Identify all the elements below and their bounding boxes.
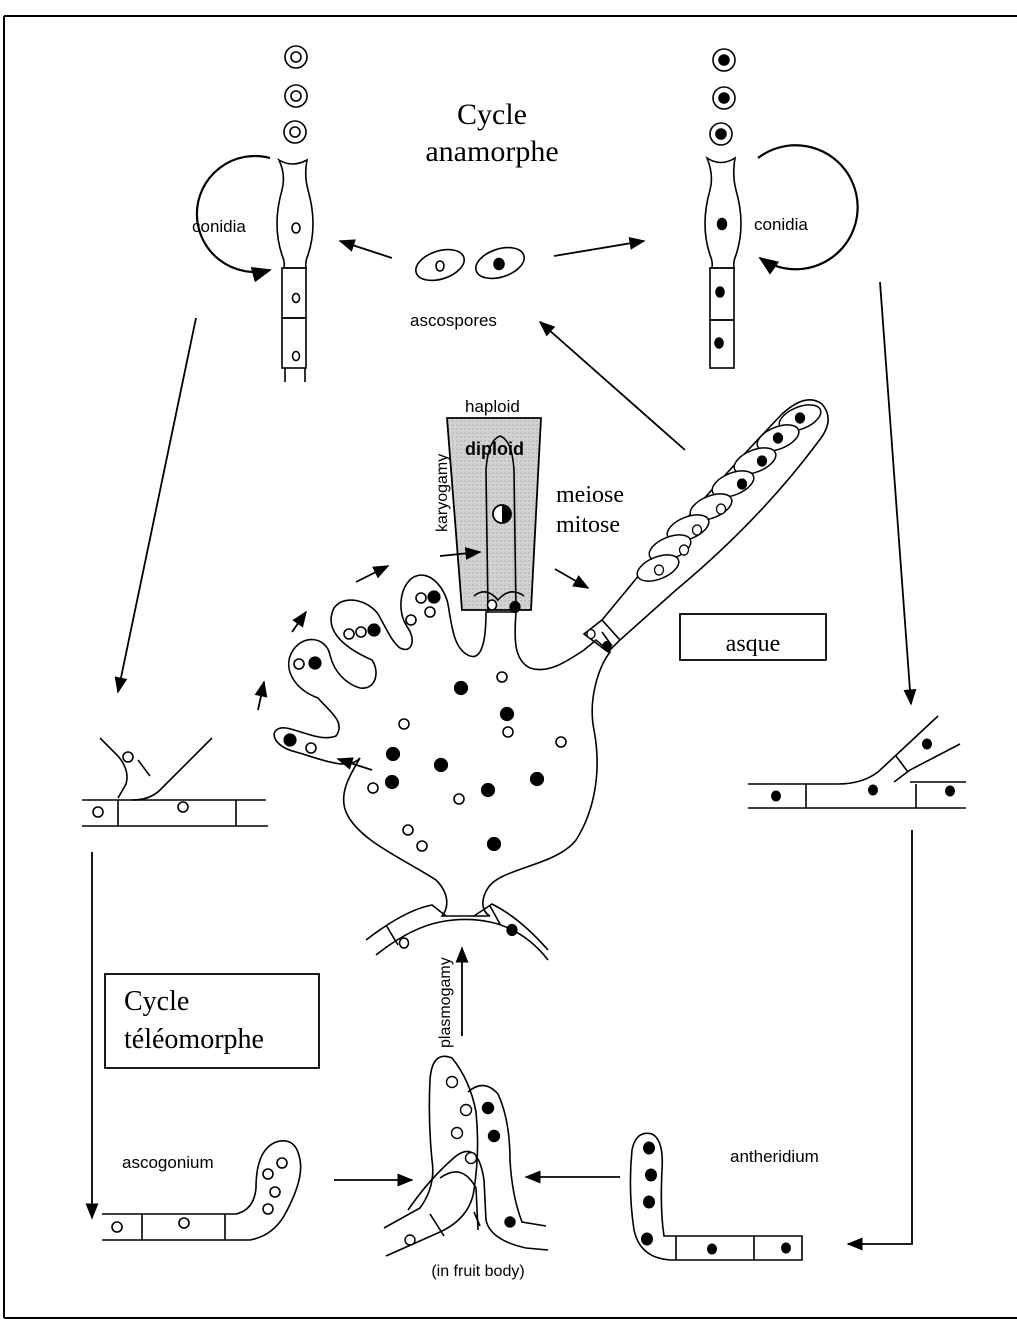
- mycelium-left: [82, 738, 268, 826]
- plasmogamy-nuclei: [405, 1077, 515, 1246]
- conidia-loop-arrow-left: [197, 156, 270, 272]
- karyogamy-label: karyogamy: [434, 454, 451, 532]
- cycle-arrows: [92, 241, 912, 1244]
- conidiophore-left: [277, 46, 313, 382]
- ascogonium-label: ascogonium: [122, 1153, 214, 1172]
- nucleus-diploid: [493, 505, 511, 523]
- conidia-label-right: conidia: [754, 215, 808, 234]
- mycelium-right-nuclei: [771, 739, 955, 802]
- nuclei-haploid-white: [294, 593, 566, 948]
- ascospores-label: ascospores: [410, 311, 497, 330]
- plasmogamy-label: plasmogamy: [437, 957, 454, 1048]
- fruit-body-label: (in fruit body): [431, 1263, 524, 1280]
- crozier-arrows: [258, 552, 588, 770]
- anamorph-title-line1: Cycle: [457, 98, 527, 131]
- haploid-label: haploid: [465, 397, 520, 416]
- page-frame: [4, 16, 1017, 1318]
- labels: Cycle anamorphe conidia conidia ascospor…: [122, 98, 819, 1280]
- asque-label: asque: [726, 631, 781, 657]
- conidiophore-right: [705, 49, 741, 368]
- ascus-spores: [633, 400, 824, 587]
- ascospore-pair: [412, 242, 528, 286]
- antheridium-label: antheridium: [730, 1147, 819, 1166]
- conidia-label-left: conidia: [192, 217, 246, 236]
- diploid-label: diploid: [465, 439, 524, 459]
- anamorph-title-line2: anamorphe: [425, 135, 558, 168]
- meiose-label: meiose: [556, 482, 624, 508]
- teleomorph-title-line2: téléomorphe: [124, 1024, 264, 1055]
- mitose-label: mitose: [556, 512, 620, 538]
- teleomorph-title-line1: Cycle: [124, 986, 189, 1017]
- conidia-loop-arrow-right: [758, 145, 858, 269]
